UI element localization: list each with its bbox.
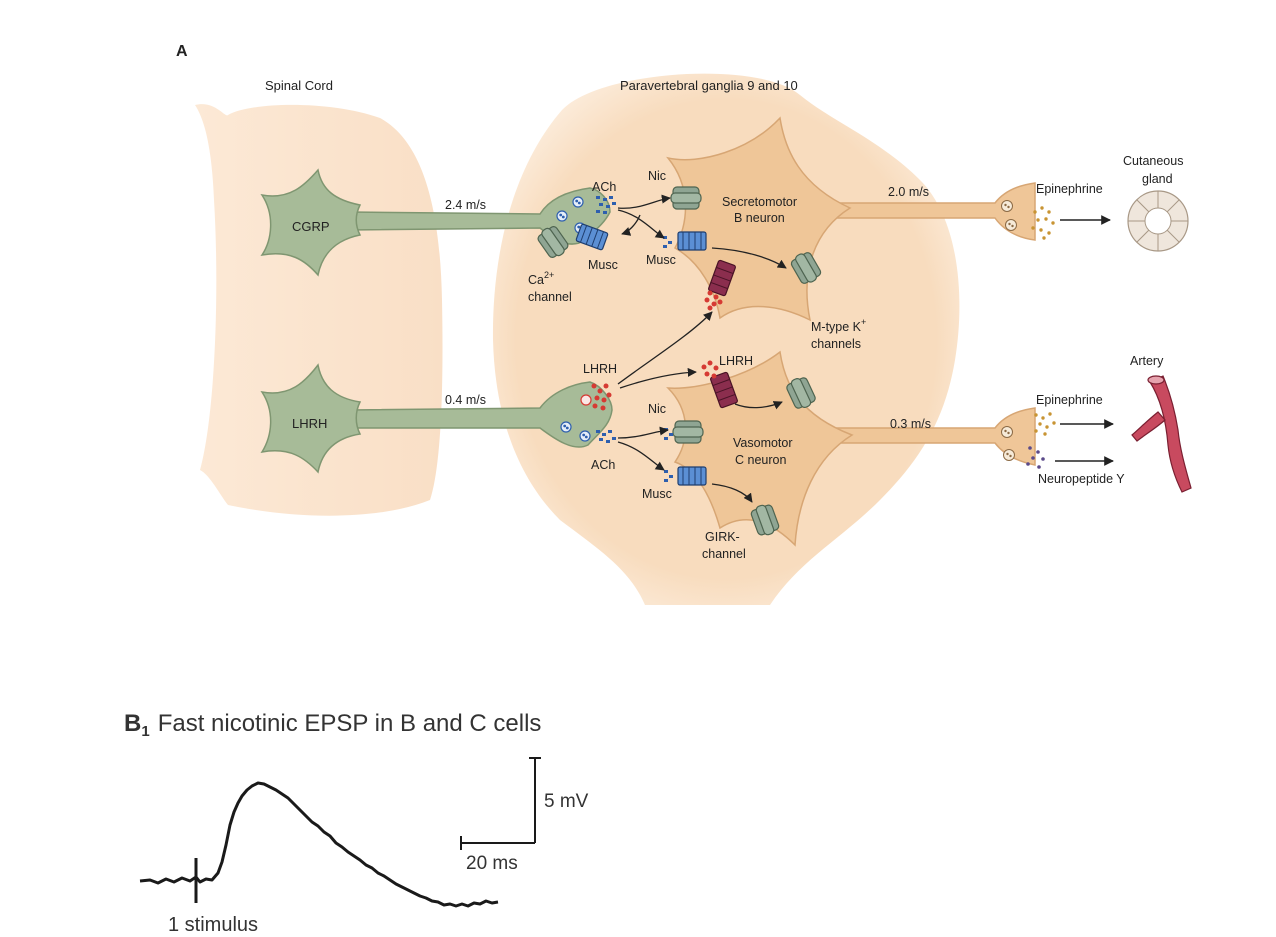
girk-label-1: GIRK- <box>705 530 740 544</box>
spinal-cord-label: Spinal Cord <box>265 78 333 93</box>
ca-channel-label: Ca2+ <box>528 270 554 287</box>
lhrh-neuron: LHRH <box>260 363 613 474</box>
cgrp-label: CGRP <box>292 219 330 234</box>
secretomotor-label-2: B neuron <box>734 211 785 225</box>
arrow <box>617 194 671 209</box>
gland-label-1: Cutaneous <box>1123 154 1183 168</box>
nic-receptor-icon <box>670 186 702 210</box>
velocity-top-post: 2.0 m/s <box>888 185 929 199</box>
musc-receptor-icon <box>677 231 707 251</box>
scale-time-label: 20 ms <box>466 853 518 874</box>
lhrh-release-label: LHRH <box>583 362 617 376</box>
lhrh-axon <box>349 381 613 448</box>
nic-receptor-icon <box>672 420 704 444</box>
vesicle-icon <box>572 196 584 208</box>
scale-bar <box>460 757 541 850</box>
vesicle-icon <box>1005 219 1017 231</box>
ach-dots <box>663 236 672 248</box>
scale-voltage-label: 5 mV <box>544 791 589 812</box>
nic-bottom-label: Nic <box>648 402 666 416</box>
cgrp-soma <box>260 168 362 277</box>
npy-dots <box>1026 446 1045 469</box>
vesicle-icon <box>560 421 572 433</box>
arrow <box>711 483 753 503</box>
musc-label-1: Musc <box>588 258 618 272</box>
secretomotor-axon <box>829 182 1036 241</box>
velocity-top-pre: 2.4 m/s <box>445 198 486 212</box>
artery-icon <box>1131 375 1192 493</box>
girk-label-2: channel <box>702 547 746 561</box>
vasomotor-label-1: Vasomotor <box>733 436 793 450</box>
ach-dots-bottom <box>596 430 616 443</box>
vesicle-icon <box>1001 200 1013 212</box>
vesicle-icon <box>1003 449 1015 461</box>
lhrh-vesicle-icon <box>580 394 592 406</box>
velocity-bottom-post: 0.3 m/s <box>890 417 931 431</box>
vasomotor-axon <box>829 407 1036 466</box>
vasomotor-soma <box>666 350 854 547</box>
ach-bottom-label: ACh <box>591 458 615 472</box>
vesicle-icon <box>556 210 568 222</box>
neuropeptide-label: Neuropeptide Y <box>1038 472 1125 486</box>
musc-label-3: Musc <box>642 487 672 501</box>
gland-label-2: gland <box>1142 172 1173 186</box>
artery-label: Artery <box>1130 354 1164 368</box>
lhrh-receptor-label: LHRH <box>719 354 753 368</box>
secretomotor-label-1: Secretomotor <box>722 195 797 209</box>
vesicle-icon <box>579 430 591 442</box>
vesicle-icon <box>1001 426 1013 438</box>
epinephrine-top-label: Epinephrine <box>1036 182 1103 196</box>
epinephrine-dots-top <box>1031 206 1055 240</box>
stimulus-label: 1 stimulus <box>168 914 258 936</box>
arrow <box>617 311 713 385</box>
nic-top-label: Nic <box>648 169 666 183</box>
epinephrine-bottom-label: Epinephrine <box>1036 393 1103 407</box>
ganglia-label: Paravertebral ganglia 9 and 10 <box>620 78 798 93</box>
vasomotor-label-2: C neuron <box>735 453 786 467</box>
mtype-label-2: channels <box>811 337 861 351</box>
lhrh-soma <box>260 363 362 474</box>
panel-a: A Spinal Cord Paravertebral ganglia 9 an… <box>176 43 1192 605</box>
arrow <box>619 367 697 389</box>
lhrh-neuron-label: LHRH <box>292 416 327 431</box>
panel-a-letter: A <box>176 43 188 60</box>
epsp-trace <box>139 781 499 908</box>
ach-dots-top <box>596 196 616 214</box>
ach-top-label: ACh <box>592 180 616 194</box>
lhrh-dots <box>591 290 723 411</box>
velocity-bottom-pre: 0.4 m/s <box>445 393 486 407</box>
vasomotor-c-neuron: Vasomotor C neuron <box>666 350 1036 547</box>
cutaneous-gland-icon <box>1127 190 1189 252</box>
arrow <box>617 441 665 471</box>
arrow <box>734 401 783 410</box>
musc-receptor-icon <box>677 466 707 486</box>
arrow <box>621 214 641 236</box>
arrow <box>711 247 787 269</box>
arrow <box>617 426 669 439</box>
musc-label-2: Musc <box>646 253 676 267</box>
epinephrine-dots-bottom <box>1034 412 1056 436</box>
mtype-label-1: M-type K+ <box>811 317 866 334</box>
arrow <box>617 209 665 239</box>
ca-channel-label-2: channel <box>528 290 572 304</box>
